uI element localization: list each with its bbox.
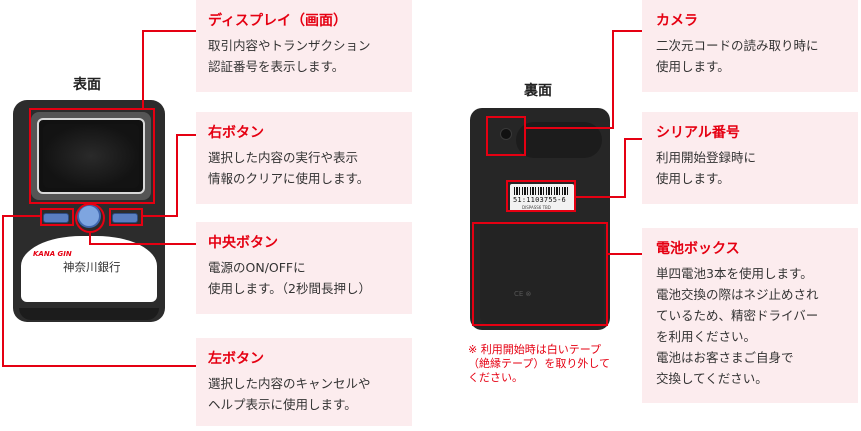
bank-logo: KANA GIN — [33, 250, 72, 258]
callout-serial: シリアル番号 利用開始登録時に 使用します。 — [642, 112, 858, 204]
back-heading: 裏面 — [524, 83, 552, 99]
display-screen — [37, 118, 145, 194]
callout-display-desc: 取引内容やトランザクション 認証番号を表示します。 — [208, 38, 371, 74]
callout-center-button-title: 中央ボタン — [208, 235, 278, 251]
callout-right-button-title: 右ボタン — [208, 125, 264, 141]
callout-camera-desc: 二次元コードの読み取り時に 使用します。 — [656, 38, 819, 74]
left-button-highlight — [40, 208, 74, 226]
device-foot — [19, 308, 159, 320]
serial-sub: DISPASS6 TBD — [522, 205, 551, 210]
callout-camera-title: カメラ — [656, 13, 698, 29]
display-highlight — [29, 108, 155, 204]
callout-center-button: 中央ボタン 電源のON/OFFに 使用します。（2秒間長押し） — [196, 222, 412, 314]
back-device: 51:1103755-6 DISPASS6 TBD CE ⊗ — [470, 108, 610, 330]
camera-highlight — [486, 116, 526, 156]
barcode-icon — [514, 187, 570, 195]
right-button — [112, 213, 138, 223]
callout-camera: カメラ 二次元コードの読み取り時に 使用します。 — [642, 0, 858, 92]
front-panel — [21, 236, 157, 302]
callout-display-title: ディスプレイ（画面） — [208, 13, 348, 29]
ce-mark: CE ⊗ — [514, 290, 532, 298]
serial-highlight — [506, 180, 576, 212]
callout-display: ディスプレイ（画面） 取引内容やトランザクション 認証番号を表示します。 — [196, 0, 412, 92]
camera-icon — [500, 128, 512, 140]
battery-highlight — [472, 222, 608, 326]
callout-right-button-desc: 選択した内容の実行や表示 情報のクリアに使用します。 — [208, 150, 370, 186]
callout-left-button-desc: 選択した内容のキャンセルや ヘルプ表示に使用します。 — [208, 376, 371, 412]
front-device: KANA GIN 神奈川銀行 — [13, 100, 165, 322]
serial-number: 51:1103755-6 — [513, 196, 566, 204]
callout-right-button: 右ボタン 選択した内容の実行や表示 情報のクリアに使用します。 — [196, 112, 412, 204]
callout-battery-desc: 単四電池3本を使用します。 電池交換の際はネジ止めされ ているため、精密ドライバ… — [656, 266, 819, 386]
callout-left-button-title: 左ボタン — [208, 351, 264, 367]
serial-sticker: 51:1103755-6 DISPASS6 TBD — [510, 184, 574, 212]
callout-left-button: 左ボタン 選択した内容のキャンセルや ヘルプ表示に使用します。 — [196, 338, 412, 426]
battery-cover — [480, 222, 604, 324]
right-button-highlight — [109, 208, 143, 226]
front-heading: 表面 — [73, 77, 101, 93]
callout-serial-desc: 利用開始登録時に 使用します。 — [656, 150, 757, 186]
left-button — [43, 213, 69, 223]
callout-battery: 電池ボックス 単四電池3本を使用します。 電池交換の際はネジ止めされ ているため… — [642, 228, 858, 403]
callout-center-button-desc: 電源のON/OFFに 使用します。（2秒間長押し） — [208, 260, 371, 296]
callout-battery-title: 電池ボックス — [656, 241, 740, 257]
bank-name: 神奈川銀行 — [63, 260, 121, 274]
center-button-highlight — [75, 203, 105, 233]
tape-note: ※ 利用開始時は白いテープ （絶縁テープ）を取り外して ください。 — [468, 343, 611, 384]
callout-serial-title: シリアル番号 — [656, 125, 740, 141]
